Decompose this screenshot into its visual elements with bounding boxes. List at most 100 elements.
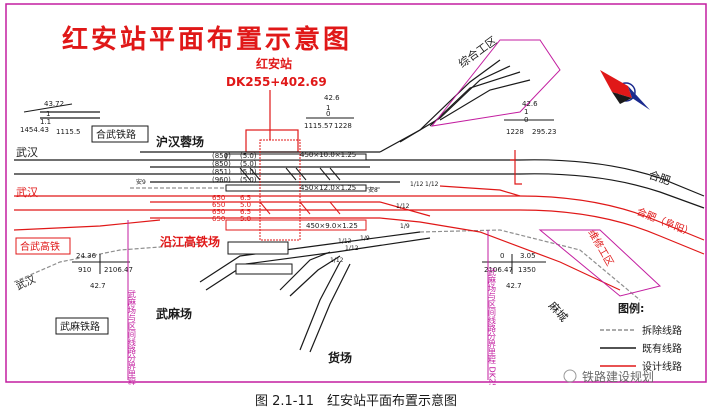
track-number: (850) [212,152,231,160]
track-value: 5.0 [240,201,251,209]
line-wuma: 武麻铁路 [60,320,100,333]
figure-caption: 图 2.1-11 红安站平面布置示意图 [255,393,457,409]
curve-value: 42.6 [522,100,538,108]
curve-value: 1 [46,110,50,118]
yard-huochang: 货场 [328,350,352,365]
platforms [225,139,367,275]
design-lines [13,150,705,291]
grade-value: 24.36 [76,252,97,260]
track-number: 650 [212,201,225,209]
footbridge [259,139,301,241]
diagram-title: 红安站平面布置示意图 [62,24,352,55]
line-hefei-fuyang: 合肥（阜阳） [635,205,696,240]
curve-value: 295.23 [532,128,557,136]
legend-label-removed: 拆除线路 [642,324,682,337]
curve-value: 0 [326,110,330,118]
curve-value: 43.72 [44,100,64,108]
outer-frame [5,3,707,383]
hewu-label-box [91,125,149,143]
curve-table-right: 42.6 1 0 1228 295.23 [504,100,557,136]
weixiu-region-frame [538,229,662,297]
track-number: (850) [212,160,231,168]
grade-value: 2106.47 [484,266,513,274]
line-wuhan-bottom: 武汉 [16,186,38,199]
curve-value: 1228 [334,122,352,130]
curve-table-left: 43.72 1 1.1 1454.43 1115.5 [20,100,81,136]
curve-table-mid: 42.6 1 0 1115.57 1228 [304,94,354,130]
boundary-label-left: 武麻场与区间线路分界里程 DK250+100 [128,289,137,385]
caption-row: 图 2.1-11 红安站平面布置示意图 [0,385,713,415]
switch-label: 1/9 [360,235,370,242]
track-numbers-yanjiang: 650 650 650 650 [212,194,225,223]
station-mileage-label: DK255+402.69 [226,75,327,89]
hewu-gaotie-label-box [15,237,71,255]
track-numbers-huhan: (850) (850) (851) (960) [212,152,231,184]
switch-label: 1/12 [338,238,352,245]
curve-value: 42.6 [324,94,340,102]
yard-weixiu: 维修工区 [585,227,616,268]
track-value: 6.5 [240,208,251,216]
signal-label: 安9 [136,178,146,186]
grade-value: 3.05 [520,252,536,260]
grade-value: 42.7 [90,282,106,290]
curve-value: 1115.5 [56,128,81,136]
platform-wuma-1 [227,241,289,255]
grade-table-left: 24.36 910 2106.47 42.7 [72,252,133,290]
track-value: (5.0) [240,168,257,176]
switch-labels: 1/12 1/12 1/9 1/12 1/12 1/9 1/12 1/12 [330,181,439,264]
existing-lines [14,59,705,353]
grade-value: 0 [500,252,504,260]
track-values-yanjiang: 6.5 5.0 6.5 5.0 [240,194,251,223]
line-wuhan-top: 武汉 [16,146,38,159]
platform-label-3: 450×9.0×1.25 [306,222,358,230]
switch-label: 1/9 [400,223,410,230]
switch-label: 1/12 [345,245,359,252]
track-number: (851) [212,168,231,176]
platform-yanjiang [225,219,367,231]
curve-value: 1454.43 [20,126,49,134]
station-name-label: 红安站 [256,56,292,71]
grade-value: 2106.47 [104,266,133,274]
platform-label-2: 450×12.0×1.25 [300,184,356,192]
caption-svg: 图 2.1-11 红安站平面布置示意图 [255,393,457,409]
platform-wuma-2 [235,263,293,275]
zonghe-region-frame [430,39,561,127]
switch-markers-design [259,201,341,215]
grade-table-right: 0 2106.47 3.05 1350 42.7 [482,252,546,290]
removed-lines [13,187,641,301]
watermark-text: 铁路建设规划 [582,369,654,384]
platform-label-1: 450×10.0×1.25 [300,151,356,159]
wechat-icon [563,369,577,383]
line-hewu: 合武铁路 [96,128,136,141]
platform-huhan-1 [225,153,367,161]
watermark: 铁路建设规划 [563,369,654,384]
boundary-label-right: 武麻场与区间线路分界里程 DK254+166.075 [488,267,497,385]
track-value: (5.0) [240,160,257,168]
track-value: 6.5 [240,194,251,202]
line-hefei: 合肥 [647,168,672,188]
grade-value: 1350 [518,266,536,274]
line-macheng: 麻城 [546,299,571,325]
switch-markers [239,167,341,181]
track-value: (5.0) [240,152,257,160]
yard-huhan: 沪汉蓉场 [156,134,204,149]
curve-value: 0 [524,116,528,124]
curve-value: 1228 [506,128,524,136]
station-layout-drawing: 红安站平面布置示意图 红安站 DK255+402.69 [5,3,707,419]
track-value: (5.0) [240,176,257,184]
yard-wuma: 武麻场 [156,306,192,321]
legend: 图例: 拆除线路 既有线路 设计线路 [600,301,682,373]
legend-label-existing: 既有线路 [642,342,682,355]
switch-label: 1/12 [425,181,439,188]
track-number: 650 [212,215,225,223]
curve-value: 1115.57 [304,122,333,130]
grade-value: 42.7 [506,282,522,290]
track-number: 650 [212,208,225,216]
legend-title: 图例: [618,301,644,315]
line-wuhan-left: 武汉 [14,272,38,292]
switch-label: 1/12 [396,203,410,210]
station-building [245,129,299,153]
switch-label: 1/12 [330,257,344,264]
track-values-huhan: (5.0) (5.0) (5.0) (5.0) [240,152,257,184]
